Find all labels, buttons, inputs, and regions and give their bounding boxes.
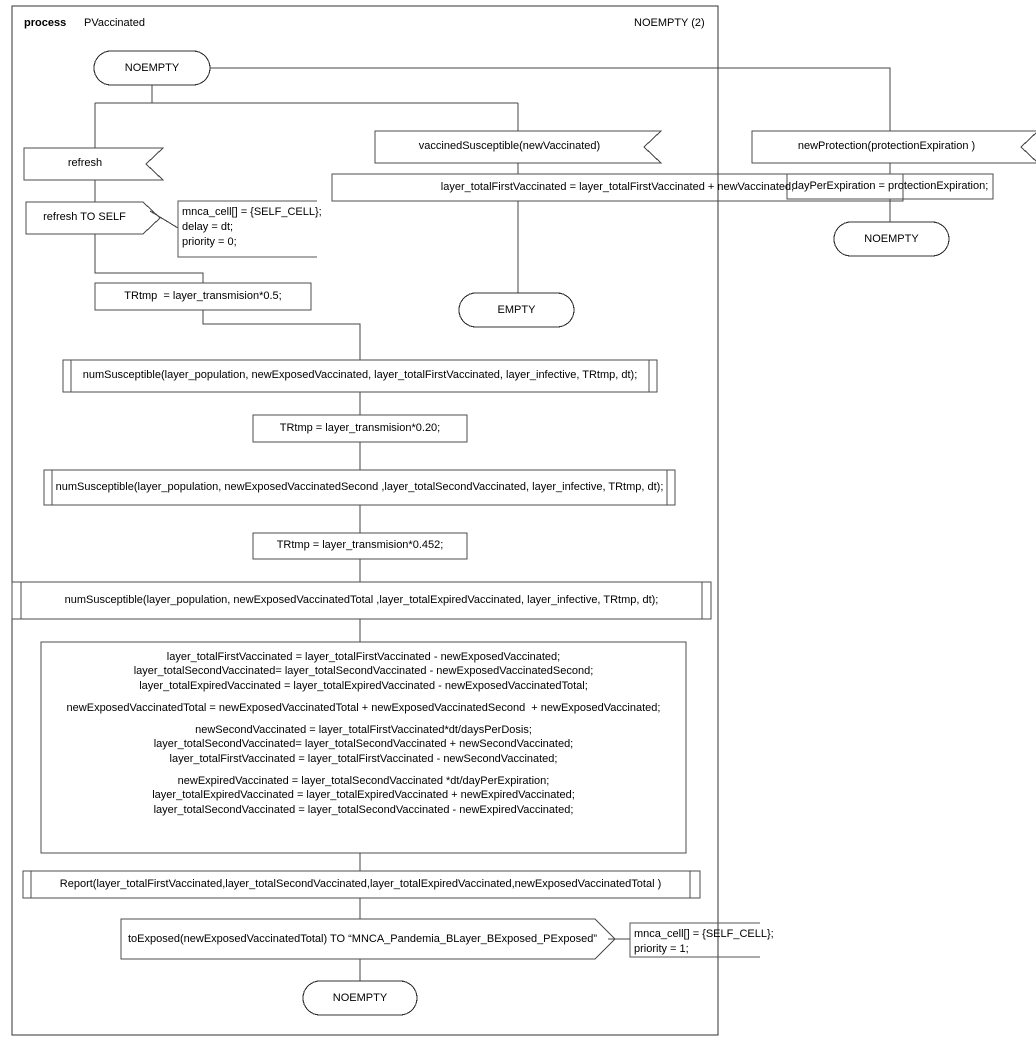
call-num-susceptible-1-shape xyxy=(62,359,658,393)
connector-start-to-newprotection xyxy=(210,67,891,131)
task-line: newExpiredVaccinated = layer_totalSecond… xyxy=(177,775,550,788)
input-refresh-shape xyxy=(23,147,165,181)
output-refresh-to-self-shape xyxy=(25,201,161,235)
task-line: layer_totalSecondVaccinated = layer_tota… xyxy=(153,803,574,816)
task-line-blank xyxy=(41,715,686,723)
task-line: layer_totalSecondVaccinated= layer_total… xyxy=(153,738,574,751)
input-new-protection-shape xyxy=(751,130,1036,164)
comment-refresh-text: mnca_cell[] = {SELF_CELL}; delay = dt; p… xyxy=(182,206,322,248)
task-trtmp-05-shape xyxy=(94,282,312,311)
connector-to-trtmp05 xyxy=(94,234,204,283)
task-line-blank xyxy=(41,766,686,774)
state-noempty-start-shape xyxy=(93,50,211,86)
comment-box-to-exposed-shape xyxy=(629,922,760,958)
state-noempty-end-shape xyxy=(302,980,418,1016)
task-line: layer_totalFirstVaccinated = layer_total… xyxy=(166,651,561,663)
task-trtmp-020-shape xyxy=(252,414,468,443)
connector-trtmp05-to-call1 xyxy=(202,310,361,360)
input-vaccined-susceptible-shape xyxy=(374,130,663,164)
output-to-exposed-shape xyxy=(120,918,616,960)
comment-box-refresh-shape xyxy=(177,200,317,258)
page-frame xyxy=(11,5,719,1036)
task-line: layer_totalFirstVaccinated = layer_total… xyxy=(169,752,558,765)
task-day-per-expiration-shape xyxy=(786,173,994,200)
task-line-blank xyxy=(41,693,686,701)
state-empty-shape xyxy=(458,292,575,328)
comment-to-exposed-text: mnca_cell[] = {SELF_CELL}; priority = 1; xyxy=(634,928,774,955)
task-line: layer_totalExpiredVaccinated = layer_tot… xyxy=(152,789,575,802)
task-line: newExposedVaccinatedTotal = newExposedVa… xyxy=(66,701,661,714)
task-line: newSecondVaccinated = layer_totalFirstVa… xyxy=(195,724,532,737)
task-line: layer_totalSecondVaccinated= layer_total… xyxy=(133,665,594,678)
task-big-block-shape xyxy=(40,641,687,854)
task-line: layer_totalExpiredVaccinated = layer_tot… xyxy=(139,679,588,692)
state-noempty-right-shape xyxy=(833,221,950,257)
call-report-shape xyxy=(22,870,701,899)
task-total-first-shape xyxy=(331,173,904,202)
call-num-susceptible-3-shape xyxy=(11,581,712,620)
connector-comment-link-refresh xyxy=(149,210,179,229)
task-trtmp-0452-shape xyxy=(252,532,468,560)
call-num-susceptible-2-shape xyxy=(43,469,676,506)
task-big-block-text: layer_totalFirstVaccinated = layer_total… xyxy=(41,650,686,817)
